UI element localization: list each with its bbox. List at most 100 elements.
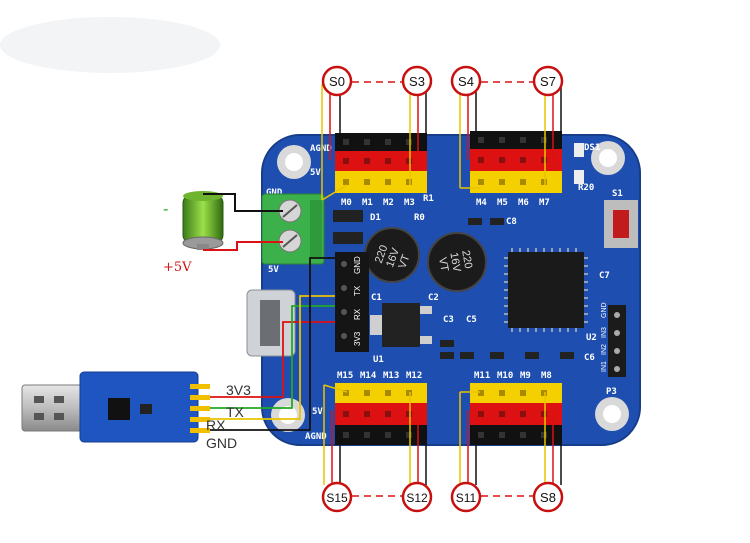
voltage-regulator [370,303,432,347]
wire-tx [210,305,335,409]
silk-d1: D1 [370,213,381,223]
servo-label-s0: S0 [321,65,353,97]
servo-label-s8: S8 [532,481,564,513]
capacitor-c1: 220 16V VT [364,227,420,283]
adapter-pins [190,384,210,433]
diode [333,210,363,222]
p3-in2: IN2 [601,344,608,355]
cap2-value: 220 [459,249,474,269]
diode [333,232,363,244]
servo-label-s4: S4 [450,65,482,97]
silk-m4: M4 [476,198,487,208]
silk-m2: M2 [383,198,394,208]
pca9685-chip [504,248,588,332]
servo-label-s12: S12 [401,481,433,513]
silk-c8: C8 [506,217,517,227]
usb-ttl-adapter [21,371,210,443]
cap1-value: 220 [373,244,391,265]
header-gnd: GND [353,256,362,274]
silk-m15: M15 [337,371,353,381]
silk-m5: M5 [497,198,508,208]
silk-m9: M9 [520,371,531,381]
wire-power-negative [203,193,283,212]
silk-m6: M6 [518,198,529,208]
wire-gnd [210,257,335,431]
silk-agnd-top: AGND [310,144,332,154]
input-header-p3: GND IN3 IN2 IN1 [601,302,626,377]
wire-3v3 [210,321,335,398]
silk-m12: M12 [406,371,422,381]
servo-label-s11: S11 [450,481,482,513]
reset-button-s1 [604,200,638,248]
silk-m3: M3 [404,198,415,208]
servo-header-top-left [335,133,427,193]
power-plus-label: +5V [163,260,192,275]
wire-label-tx: TX [226,404,245,420]
silk-c7: C7 [599,271,610,281]
silk-5v-left: 5V [268,265,279,275]
silk-p3: P3 [606,387,617,397]
silk-m11: M11 [474,371,490,381]
wire-rx [210,295,335,420]
pca9685-board: AGND 5V M0 M1 M2 M3 M4 M5 M6 M7 M15 M14 … [246,131,641,446]
svg-text:S7: S7 [540,74,556,89]
micro-usb-port [246,289,296,357]
svg-text:S11: S11 [456,491,477,505]
wire-label-rx: RX [206,417,226,433]
background-glare [0,17,220,73]
silk-5v-top: 5V [310,168,321,178]
serial-header: GND TX RX 3V3 [335,252,369,352]
mounting-hole [595,397,629,431]
silk-r1: R1 [423,194,434,204]
power-terminal-block [261,193,325,265]
silk-c2: C2 [428,293,439,303]
servo-header-top-right [470,131,562,193]
header-tx: TX [353,285,362,296]
silk-c6: C6 [584,353,595,363]
silk-s1: S1 [612,189,623,199]
svg-text:S12: S12 [406,491,428,505]
silk-m7: M7 [539,198,550,208]
battery [182,191,224,250]
header-rx: RX [353,308,362,320]
p3-in3: IN3 [601,327,608,338]
mounting-hole [277,145,311,179]
mounting-hole [591,141,625,175]
wire-power-positive [203,241,283,251]
silk-m10: M10 [497,371,513,381]
header-3v3: 3V3 [353,331,362,346]
silk-c1: C1 [371,293,382,303]
capacitor-c2: 220 16V VT [427,232,487,292]
svg-text:S3: S3 [409,74,425,89]
silk-m0: M0 [341,198,352,208]
servo-header-bottom-right [470,383,562,445]
cap2-voltage: 16V [447,251,462,273]
silk-agnd-bottom: AGND [305,432,327,442]
servo-header-bottom-left [335,383,427,445]
p3-in1: IN1 [601,361,608,372]
smd-resistor-array [440,143,584,359]
wire-label-3v3: 3V3 [226,382,251,398]
silk-gnd: GND [266,188,283,198]
silk-u2: U2 [586,333,597,343]
silk-m13: M13 [383,371,399,381]
silk-c3: C3 [443,315,454,325]
svg-text:S4: S4 [458,74,474,89]
cap2-series: VT [436,256,450,272]
svg-text:S15: S15 [326,491,348,505]
silk-m1: M1 [362,198,373,208]
silk-ds1: DS1 [584,143,600,153]
silk-5v-bottom: 5V [312,407,323,417]
cap1-series: VT [396,253,412,271]
silk-c5: C5 [466,315,477,325]
wire-label-gnd: GND [206,435,237,451]
silk-m8: M8 [541,371,552,381]
power-minus-label: - [163,199,168,218]
svg-text:S0: S0 [329,74,345,89]
servo-label-s7: S7 [532,65,564,97]
servo-label-s15: S15 [321,481,353,513]
silk-m14: M14 [360,371,377,381]
silk-u1: U1 [373,355,384,365]
silk-r0: R0 [414,213,425,223]
